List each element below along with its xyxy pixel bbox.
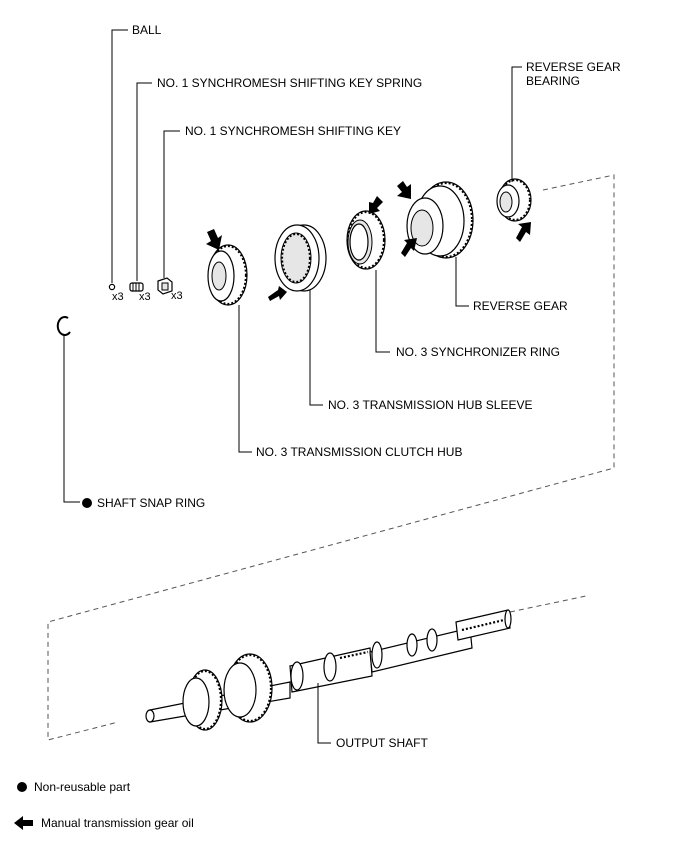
hub-sleeve-part bbox=[268, 224, 327, 406]
reverse-gear-part bbox=[397, 181, 474, 307]
arrow-left-icon bbox=[14, 816, 33, 830]
synchronizer-ring-part bbox=[346, 196, 390, 353]
shifting-key-part bbox=[157, 130, 180, 295]
clutch-hub-label: NO. 3 TRANSMISSION CLUTCH HUB bbox=[256, 445, 462, 459]
filled-circle-icon bbox=[17, 782, 27, 792]
oil-arrow-icon bbox=[206, 229, 222, 250]
reverse-gear-bearing-part bbox=[496, 66, 532, 242]
legend: Non-reusable part Manual transmission ge… bbox=[14, 780, 194, 830]
oil-arrow-icon bbox=[516, 222, 531, 242]
key-spring-part bbox=[129, 82, 152, 292]
ball-quantity: x3 bbox=[112, 291, 124, 303]
oil-arrow-icon bbox=[397, 181, 411, 199]
oil-arrow-icon bbox=[369, 196, 383, 214]
oil-arrow-icon bbox=[401, 238, 417, 257]
snap-ring-label: SHAFT SNAP RING bbox=[97, 496, 205, 510]
synchronizer-ring-label: NO. 3 SYNCHRONIZER RING bbox=[396, 345, 560, 359]
key-spring-label: NO. 1 SYNCHROMESH SHIFTING KEY SPRING bbox=[157, 76, 422, 90]
output-shaft-part bbox=[145, 609, 512, 744]
shifting-key-quantity: x3 bbox=[171, 290, 183, 302]
hub-sleeve-label: NO. 3 TRANSMISSION HUB SLEEVE bbox=[328, 398, 533, 412]
reverse-gear-bearing-label-line1: REVERSE GEAR bbox=[526, 60, 621, 74]
key-spring-quantity: x3 bbox=[139, 291, 151, 303]
non-reusable-marker-icon bbox=[82, 498, 92, 508]
ball-part bbox=[108, 29, 128, 291]
ball-label: BALL bbox=[132, 23, 162, 37]
legend-non-reusable-label: Non-reusable part bbox=[34, 780, 131, 794]
reverse-gear-bearing-label-line2: BEARING bbox=[526, 74, 580, 88]
snap-ring-part bbox=[56, 316, 80, 503]
reverse-gear-label: REVERSE GEAR bbox=[473, 299, 568, 313]
output-shaft-label: OUTPUT SHAFT bbox=[336, 736, 428, 750]
shifting-key-label: NO. 1 SYNCHROMESH SHIFTING KEY bbox=[185, 124, 401, 138]
assembly-guide-lines bbox=[47, 174, 615, 741]
oil-arrow-icon bbox=[268, 286, 287, 301]
clutch-hub-part bbox=[206, 229, 252, 453]
legend-gear-oil-label: Manual transmission gear oil bbox=[41, 816, 194, 830]
